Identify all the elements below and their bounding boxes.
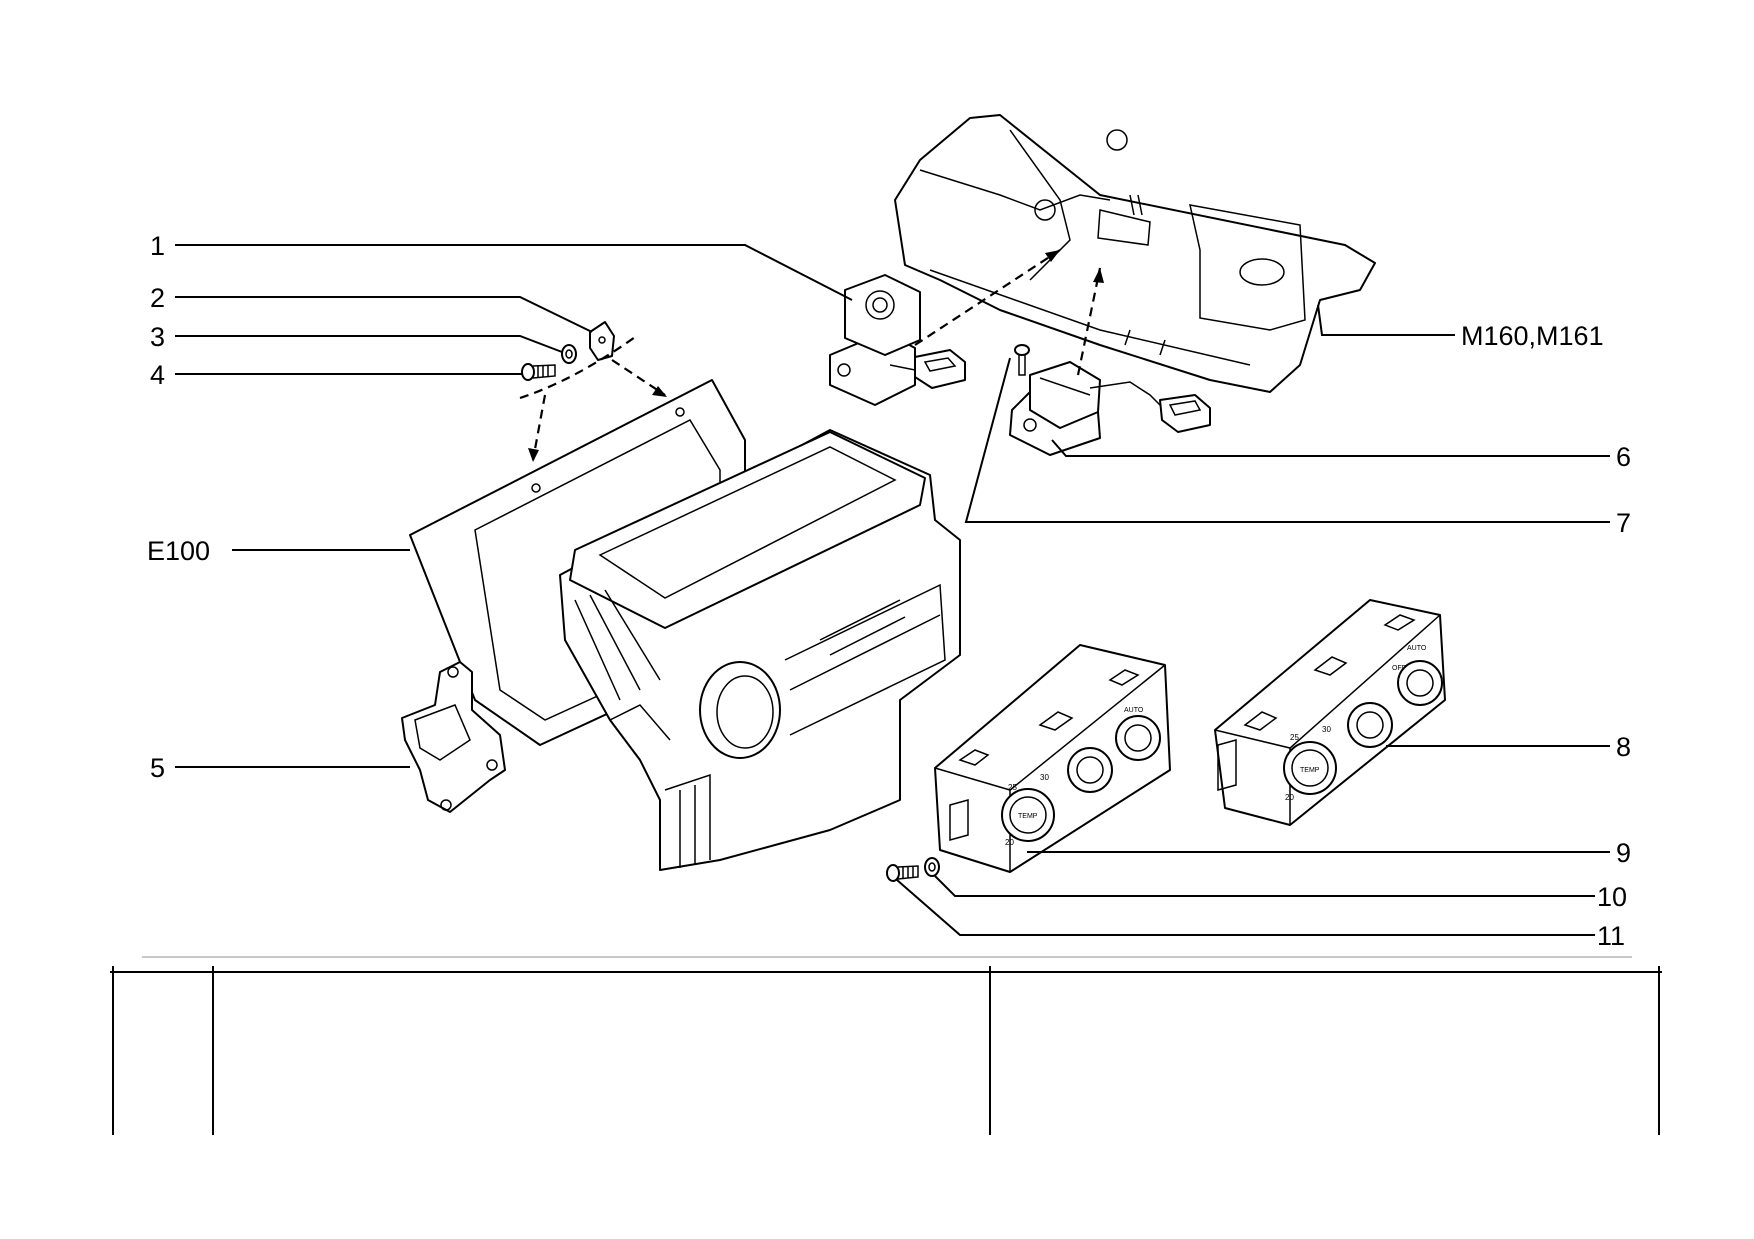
part-1-actuator xyxy=(829,274,966,406)
callout-1: 1 xyxy=(150,231,165,261)
callout-5: 5 xyxy=(150,753,165,783)
leader-lines xyxy=(175,244,1610,936)
part-8-control-panel: TEMP AUTO OFF 20 25 30 xyxy=(1214,599,1446,826)
scale-label-30-left: 30 xyxy=(1040,773,1049,782)
leader-m160 xyxy=(1317,304,1455,336)
part-9-control-panel: TEMP AUTO 20 25 30 xyxy=(934,644,1171,873)
scale-label-25-left: 25 xyxy=(1008,783,1017,792)
callout-9: 9 xyxy=(1616,838,1631,868)
scale-label-20-left: 20 xyxy=(1005,838,1014,847)
part-2-bracket xyxy=(589,321,615,361)
part-11-screw xyxy=(886,864,919,882)
knob-auto-label-right: AUTO xyxy=(1407,645,1427,652)
part-3-washer xyxy=(561,344,577,364)
callout-m160: M160,M161 xyxy=(1461,321,1604,351)
callout-3: 3 xyxy=(150,322,165,352)
knob-auto-label-left: AUTO xyxy=(1124,707,1144,714)
callout-7: 7 xyxy=(1616,508,1631,538)
callout-6: 6 xyxy=(1616,442,1631,472)
part-4-screw xyxy=(521,363,556,381)
part-5-bracket xyxy=(401,661,506,813)
knob-temp-label-right: TEMP xyxy=(1300,767,1320,774)
callout-10: 10 xyxy=(1597,882,1627,912)
leader-10 xyxy=(934,875,1595,897)
assembly-arrows xyxy=(519,249,1104,462)
leader-1 xyxy=(175,244,853,301)
scale-label-20-right: 20 xyxy=(1285,793,1294,802)
leader-7 xyxy=(964,357,1610,523)
fan-housing-m160 xyxy=(894,114,1376,393)
knob-temp-label-left: TEMP xyxy=(1018,813,1038,820)
callout-labels: 1 2 3 4 E100 5 M160,M161 6 7 8 9 10 11 xyxy=(147,231,1631,951)
scale-label-25-right: 25 xyxy=(1290,733,1299,742)
part-6-actuator xyxy=(1009,361,1211,456)
part-10-washer xyxy=(924,857,940,877)
callout-e100: E100 xyxy=(147,536,210,566)
parts-table xyxy=(110,966,1662,1135)
part-7-screw xyxy=(1014,344,1030,376)
leader-11 xyxy=(896,879,1595,936)
callout-2: 2 xyxy=(150,283,165,313)
callout-4: 4 xyxy=(150,360,165,390)
callout-11: 11 xyxy=(1597,921,1625,951)
knob-off-label-right: OFF xyxy=(1392,665,1406,672)
leader-2 xyxy=(175,296,593,333)
scale-label-30-right: 30 xyxy=(1322,725,1331,734)
leader-3 xyxy=(175,335,563,353)
callout-8: 8 xyxy=(1616,732,1631,762)
leader-6 xyxy=(1051,439,1610,457)
part-e100-airbox xyxy=(409,379,961,871)
